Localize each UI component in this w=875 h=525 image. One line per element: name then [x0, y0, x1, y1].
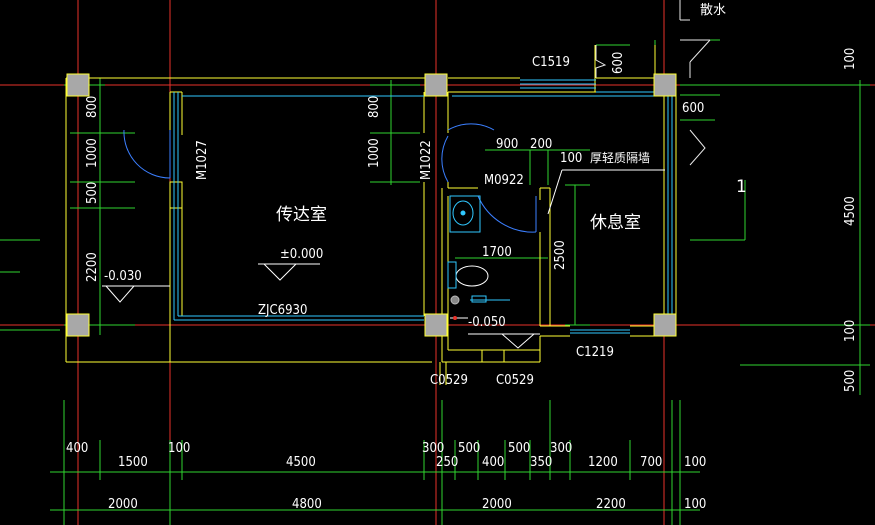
dim-left-2200: 2200: [85, 252, 100, 282]
dim-right-500: 500: [843, 370, 858, 392]
elev-main: ±0.000: [280, 247, 323, 262]
dim-b1-400: 400: [66, 441, 88, 456]
dim-right-100a: 100: [843, 48, 858, 70]
columns: [66, 73, 677, 337]
dim-b2-2000a: 2000: [108, 497, 138, 512]
dim-b1-100b: 100: [684, 455, 706, 470]
doors: [123, 123, 537, 233]
dim-b1-500a: 500: [458, 441, 480, 456]
window-c0529-b: C0529: [496, 373, 534, 388]
dim-1700: 1700: [482, 245, 512, 260]
dim-b1-300: 300: [422, 441, 444, 456]
dim-600-horizontal: 600: [682, 101, 704, 116]
windows: [173, 79, 673, 334]
toilet-fixture: [447, 261, 489, 289]
dim-b1-250: 250: [436, 455, 458, 470]
labels: 传达室 休息室 ±0.000 -0.030 -0.050 C1519 C1219…: [66, 3, 858, 512]
window-c1219: C1219: [576, 345, 614, 360]
dim-900: 900: [496, 137, 518, 152]
door-m1027: M1027: [195, 140, 210, 180]
dim-b1-100: 100: [168, 441, 190, 456]
room-guard-label: 传达室: [276, 205, 327, 225]
dim-b1-1500: 1500: [118, 455, 148, 470]
sink-fixture: [449, 195, 481, 233]
door-m0922: M0922: [484, 173, 524, 188]
dim-left-1000: 1000: [85, 138, 100, 168]
elevation-markers: [102, 263, 540, 349]
dim-b1-400b: 400: [482, 455, 504, 470]
dim-b1-1200: 1200: [588, 455, 618, 470]
elev-left: -0.030: [104, 269, 142, 284]
dim-b2-2200: 2200: [596, 497, 626, 512]
dim-right-100b: 100: [843, 320, 858, 342]
opening-zjc6930: ZJC6930: [258, 303, 307, 318]
dim-b1-4500: 4500: [286, 455, 316, 470]
window-c1519: C1519: [532, 55, 570, 70]
scatter-note: 散水: [700, 3, 726, 18]
dim-b1-700: 700: [640, 455, 662, 470]
dim-b2-2000b: 2000: [482, 497, 512, 512]
dim-b1-500b: 500: [508, 441, 530, 456]
window-c0529-a: C0529: [430, 373, 468, 388]
dim-b2-4800: 4800: [292, 497, 322, 512]
dim-mid-1000: 1000: [367, 138, 382, 168]
dim-b1-300b: 300: [550, 441, 572, 456]
dim-200: 200: [530, 137, 552, 152]
dim-2500: 2500: [553, 240, 568, 270]
dim-b2-100: 100: [684, 497, 706, 512]
outer-outline: [595, 0, 711, 166]
dim-right-4500: 4500: [843, 196, 858, 226]
elev-wc: -0.050: [468, 315, 506, 330]
axis-label-1: 1: [736, 177, 747, 197]
dim-left-500: 500: [85, 182, 100, 204]
dim-600-vertical: 600: [611, 52, 626, 74]
dim-100-partition: 100: [560, 151, 582, 166]
dim-mid-800: 800: [367, 96, 382, 118]
drain-fixture: [450, 295, 510, 320]
door-m1022: M1022: [419, 140, 434, 180]
dim-left-800: 800: [85, 96, 100, 118]
room-rest-label: 休息室: [590, 213, 641, 233]
partition-note: 厚轻质隔墙: [590, 151, 650, 165]
partition-leader: [547, 169, 665, 215]
dim-b1-350: 350: [530, 455, 552, 470]
